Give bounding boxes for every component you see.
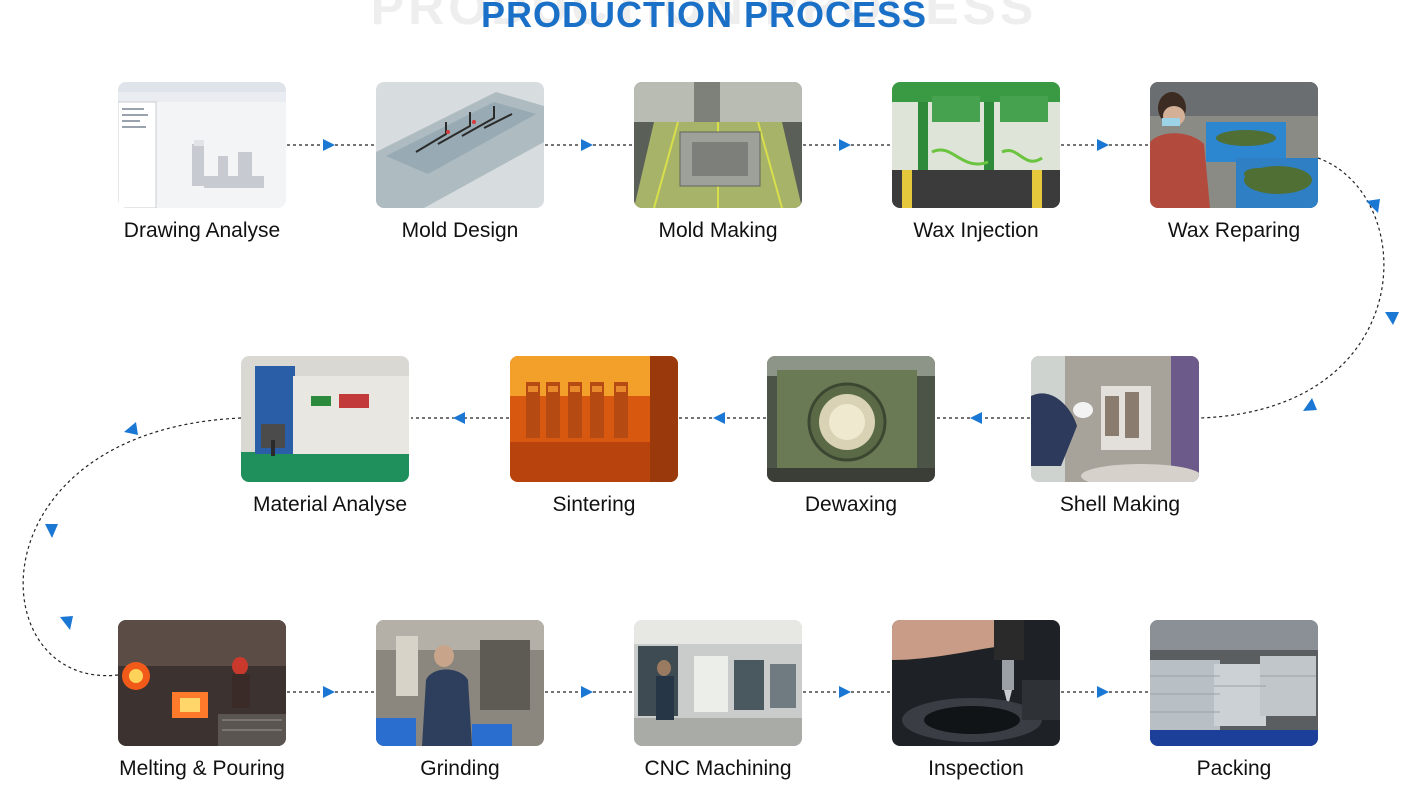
arrowhead xyxy=(970,412,982,424)
mold-making-image xyxy=(634,82,802,208)
step-label: Grinding xyxy=(420,757,500,780)
packing-image xyxy=(1150,620,1318,746)
wax-injection-image xyxy=(892,82,1060,208)
dewaxing-image xyxy=(767,356,935,482)
wax-reparing-image xyxy=(1150,82,1318,208)
page-title: PRODUCTION PROCESS xyxy=(480,0,928,35)
step-label: Material Analyse xyxy=(252,493,408,516)
step-label: Wax Injection xyxy=(913,219,1039,242)
step-label: Mold Design xyxy=(401,219,519,242)
material-analyse-image xyxy=(241,356,409,482)
arrowhead xyxy=(839,139,851,151)
mold-design-image xyxy=(376,82,544,208)
cad-software-image xyxy=(118,82,286,208)
arrowhead xyxy=(581,686,593,698)
step-label: CNC Machining xyxy=(644,757,792,780)
arrowhead xyxy=(581,139,593,151)
step-label: Inspection xyxy=(928,757,1024,780)
arrowhead xyxy=(1303,398,1317,411)
shell-making-image xyxy=(1031,356,1199,482)
watermark-heading: PRODUCTION PROCESS xyxy=(370,0,1038,35)
connector-curve-right xyxy=(1199,157,1385,419)
arrowhead xyxy=(45,524,58,538)
grinding-image xyxy=(376,620,544,746)
arrowhead xyxy=(1097,686,1109,698)
arrowhead xyxy=(323,139,335,151)
cnc-machining-image xyxy=(634,620,802,746)
step-label: Drawing Analyse xyxy=(123,219,281,242)
step-label: Wax Reparing xyxy=(1167,219,1301,242)
melting-pouring-image xyxy=(118,620,286,746)
arrowhead xyxy=(453,412,465,424)
arrowhead xyxy=(1366,199,1380,213)
step-label: Sintering xyxy=(552,493,636,516)
arrowhead xyxy=(124,422,138,435)
arrowhead xyxy=(60,616,73,630)
step-label: Mold Making xyxy=(658,219,778,242)
step-label: Packing xyxy=(1196,757,1272,780)
step-label: Shell Making xyxy=(1059,493,1181,516)
inspection-image xyxy=(892,620,1060,746)
step-label: Dewaxing xyxy=(804,493,898,516)
arrowhead xyxy=(323,686,335,698)
arrowhead xyxy=(1385,312,1399,325)
step-label: Melting & Pouring xyxy=(119,757,285,780)
arrowhead xyxy=(839,686,851,698)
arrowhead xyxy=(1097,139,1109,151)
sintering-image xyxy=(510,356,678,482)
arrowhead xyxy=(713,412,725,424)
